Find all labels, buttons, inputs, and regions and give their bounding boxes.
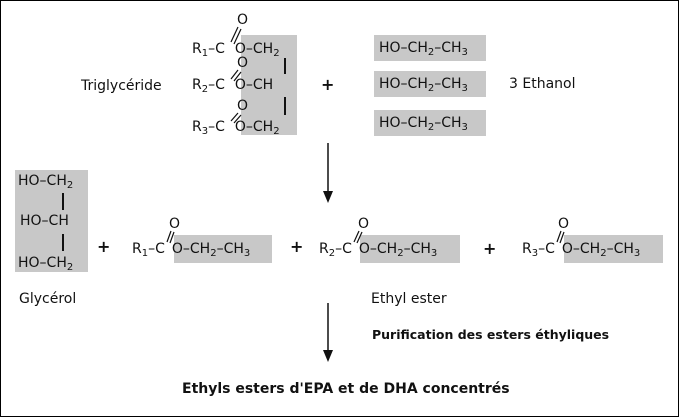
oxygen-1: O xyxy=(237,12,249,28)
ester-2-oxygen: O xyxy=(358,216,370,232)
carbonyl-carbon: –C xyxy=(335,241,352,257)
plus-sign: + xyxy=(290,237,304,256)
methyl-part: –CH xyxy=(216,241,244,257)
r-subscript: 3 xyxy=(531,248,539,259)
ethanol-formula-2: HO–CH2–CH3 xyxy=(379,76,468,94)
carbonyl-carbon: –C xyxy=(208,119,225,135)
plus-sign: + xyxy=(97,237,111,256)
glycerol-subscript: 2 xyxy=(66,180,74,191)
ethanol-formula-3: HO–CH2–CH3 xyxy=(379,115,468,133)
carbonyl-carbon: –C xyxy=(208,77,225,93)
double-bond-3 xyxy=(230,112,242,124)
ethanol-part-a: HO–CH xyxy=(379,40,428,56)
r-subscript: 1 xyxy=(141,248,149,259)
ester-double-bond-1 xyxy=(166,230,175,244)
ethanol-sub-b: 3 xyxy=(461,83,468,94)
ch-subscript: 2 xyxy=(273,126,280,137)
ethanol-sub-a: 2 xyxy=(427,83,435,94)
ester-oxygen-ch: O–CH xyxy=(234,119,274,135)
ester-3-highlight xyxy=(564,235,663,263)
methyl-part: –CH xyxy=(606,241,634,257)
purification-label: Purification des esters éthyliques xyxy=(372,327,610,342)
r-group: R xyxy=(132,241,142,257)
ch3-subscript: 3 xyxy=(430,248,438,259)
r-group: R xyxy=(192,41,202,57)
ester-oxygen-ch: O–CH xyxy=(234,41,274,57)
r-group: R xyxy=(192,77,202,93)
r-subscript: 3 xyxy=(201,126,209,137)
glycerol-subscript: 2 xyxy=(66,262,74,273)
ethanol-part-b: –CH xyxy=(434,115,462,131)
ester-2-highlight xyxy=(360,235,460,263)
ethoxy-part: O–CH xyxy=(561,241,601,257)
ch-subscript: 2 xyxy=(273,48,280,59)
r-subscript: 2 xyxy=(201,84,209,95)
glycerol-group: HO–CH xyxy=(18,173,67,189)
ester-1-oxygen: O xyxy=(169,216,181,232)
ester-double-bond-3 xyxy=(556,230,565,244)
r-group: R xyxy=(319,241,329,257)
glycerol-label: Glycérol xyxy=(19,291,77,307)
ester-1-formula: R1–C O–CH2–CH3 xyxy=(132,241,251,259)
ethanol-part-a: HO–CH xyxy=(379,76,428,92)
ester-double-bond-2 xyxy=(353,230,363,244)
triglyceride-label: Triglycéride xyxy=(81,78,162,94)
double-bond-2 xyxy=(230,69,242,82)
reaction-arrow-2 xyxy=(323,303,333,362)
triglyceride-row-1: R1–C O–CH2 xyxy=(192,41,280,59)
glycerol-backbone-highlight xyxy=(241,35,297,135)
reaction-arrow-1 xyxy=(323,143,333,203)
ethoxy-part: O–CH xyxy=(171,241,211,257)
glycerol-group: HO–CH xyxy=(20,213,69,229)
oxygen-3: O xyxy=(237,98,249,114)
ester-3-oxygen: O xyxy=(558,216,570,232)
ethoxy-part: O–CH xyxy=(358,241,398,257)
ester-oxygen-ch: O–CH xyxy=(234,77,274,93)
plus-sign: + xyxy=(483,239,497,258)
r-subscript: 2 xyxy=(328,248,336,259)
carbonyl-carbon: –C xyxy=(148,241,165,257)
glycerol-row-2: HO–CH xyxy=(20,213,69,229)
ch2-subscript: 2 xyxy=(600,248,607,259)
ethanol-part-b: –CH xyxy=(434,76,462,92)
ethanol-part-b: –CH xyxy=(434,40,462,56)
glycerol-group: HO–CH xyxy=(18,255,67,271)
ch3-subscript: 3 xyxy=(243,248,251,259)
ethanol-highlight-1 xyxy=(374,35,486,61)
ethyl-ester-label: Ethyl ester xyxy=(371,291,447,307)
triglyceride-row-2: R2–C O–CH xyxy=(192,77,274,95)
carbonyl-carbon: –C xyxy=(208,41,225,57)
plus-sign: + xyxy=(321,75,335,94)
r-subscript: 1 xyxy=(201,48,209,59)
final-product-label: Ethyls esters d'EPA et de DHA concentrés xyxy=(182,381,510,397)
oxygen-2: O xyxy=(237,55,249,71)
triglyceride-row-3: R3–C O–CH2 xyxy=(192,119,280,137)
ch3-subscript: 3 xyxy=(633,248,641,259)
ch2-subscript: 2 xyxy=(397,248,404,259)
methyl-part: –CH xyxy=(403,241,431,257)
ethanol-formula-1: HO–CH2–CH3 xyxy=(379,40,468,58)
ethanol-sub-a: 2 xyxy=(427,122,435,133)
ethanol-sub-b: 3 xyxy=(461,122,468,133)
r-group: R xyxy=(522,241,532,257)
r-group: R xyxy=(192,119,202,135)
carbonyl-carbon: –C xyxy=(538,241,555,257)
ethanol-sub-a: 2 xyxy=(427,47,435,58)
double-bond-1 xyxy=(230,26,242,45)
glycerol-row-1: HO–CH2 xyxy=(18,173,74,191)
glycerol-highlight xyxy=(15,170,88,272)
ester-1-highlight xyxy=(174,235,272,263)
ethanol-part-a: HO–CH xyxy=(379,115,428,131)
ethanol-sub-b: 3 xyxy=(461,47,468,58)
ch2-subscript: 2 xyxy=(210,248,217,259)
ethanol-highlight-3 xyxy=(374,110,486,136)
ethanol-highlight-2 xyxy=(374,71,486,97)
ethanol-label: 3 Ethanol xyxy=(509,76,576,92)
glycerol-row-3: HO–CH2 xyxy=(18,255,74,273)
